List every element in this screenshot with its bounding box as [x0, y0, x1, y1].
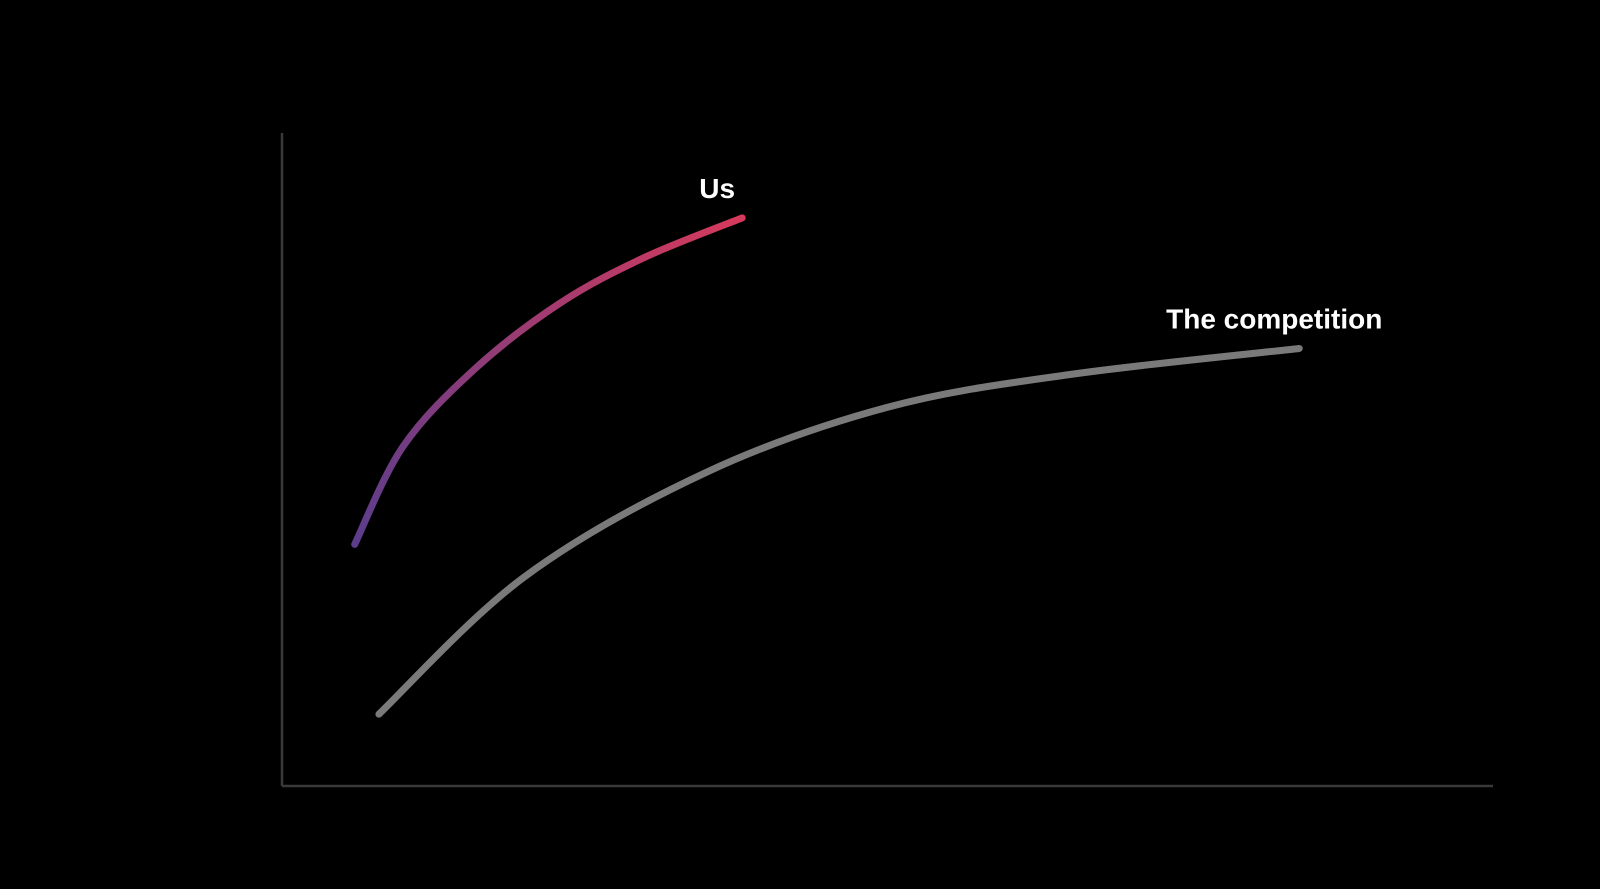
- series-line-the-competition: [375, 344, 1303, 718]
- series-label-us: Us: [699, 173, 735, 204]
- series-line-us: [351, 214, 746, 548]
- series-label-the-competition: The competition: [1166, 303, 1382, 334]
- series-group: [351, 214, 1303, 718]
